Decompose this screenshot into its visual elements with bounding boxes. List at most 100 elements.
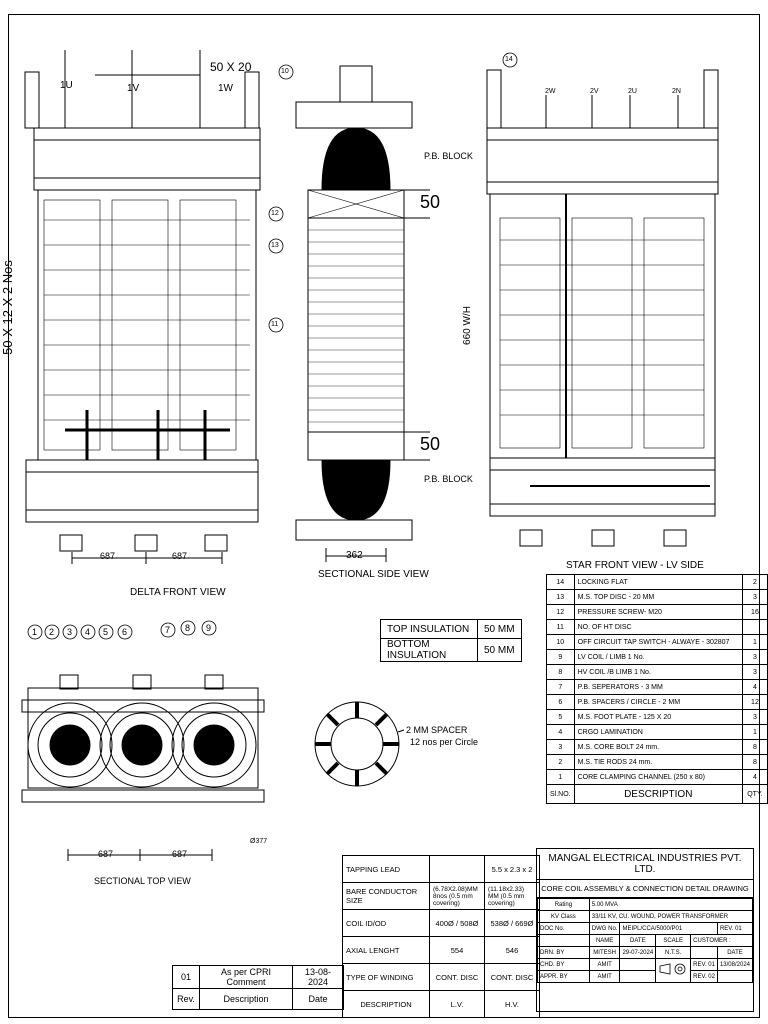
chd-name: AMIT xyxy=(588,958,621,971)
winding-lv: 400Ø / 508Ø xyxy=(429,909,485,937)
chd-label: CHD. BY xyxy=(537,958,590,971)
label-1u: 1U xyxy=(60,80,73,91)
balloon-14: 14 xyxy=(505,56,513,63)
star-height-dim: 660 W/H xyxy=(461,306,473,345)
sectional-top-view-drawing xyxy=(21,674,265,861)
rating-label: Rating xyxy=(537,898,590,911)
bom-row-no: 10 xyxy=(546,634,575,650)
sectional-side-view-drawing xyxy=(295,65,430,562)
bom-row-qty: 1 xyxy=(741,634,768,650)
winding-lv: CONT. DISC xyxy=(429,963,485,991)
drn-label: DRN. BY xyxy=(537,946,590,959)
bom-row-desc: NO. OF HT DISC xyxy=(573,619,743,635)
bom-row-qty: 3 xyxy=(741,589,768,605)
revision-date: 13-08-2024 xyxy=(292,965,344,989)
bom-row-qty: 4 xyxy=(741,769,768,785)
revision-desc: As per CPRI Comment xyxy=(199,965,293,989)
bom-row-desc: CORE CLAMPING CHANNEL (250 x 80) xyxy=(573,769,743,785)
bom-row-desc: HV COIL /B LIMB 1 No. xyxy=(573,664,743,680)
winding-label: AXIAL LENGHT xyxy=(342,936,430,964)
balloon-5: 5 xyxy=(103,627,109,637)
bom-row-qty: 8 xyxy=(741,739,768,755)
revision-header-date: Date xyxy=(292,988,344,1010)
winding-label: COIL ID/OD xyxy=(342,909,430,937)
dwg-no-label: DWG No. xyxy=(588,922,621,935)
insulation-table: TOP INSULATION 50 MM BOTTOM INSULATION 5… xyxy=(380,619,522,662)
drn-name: MITESH xyxy=(588,946,621,959)
side-bar-label: 50 X 12 X 2 Nos xyxy=(0,260,15,355)
scale-header: SCALE xyxy=(655,934,692,947)
bom-row-desc: M.S. TOP DISC - 20 MM xyxy=(573,589,743,605)
bom-row-no: 8 xyxy=(546,664,575,680)
bom-row-no: 4 xyxy=(546,724,575,740)
sectional-side-view-title: SECTIONAL SIDE VIEW xyxy=(318,569,429,580)
winding-hv: 538Ø / 669Ø xyxy=(484,909,540,937)
sectional-top-view-title: SECTIONAL TOP VIEW xyxy=(94,876,191,886)
label-1v: 1V xyxy=(127,83,140,94)
winding-hv: 546 xyxy=(484,936,540,964)
bom-row-desc: M.S. CORE BOLT 24 mm. xyxy=(573,739,743,755)
bom-row-no: 11 xyxy=(546,619,575,635)
top-dim-1: 687 xyxy=(98,849,114,859)
label-2n: 2N xyxy=(672,88,681,95)
drawing-title: CORE COIL ASSEMBLY & CONNECTION DETAIL D… xyxy=(537,880,753,898)
winding-label: TAPPING LEAD xyxy=(342,855,430,883)
balloon-1: 1 xyxy=(32,627,38,637)
revision-header-no: Rev. xyxy=(172,988,200,1010)
winding-footer: DESCRIPTION L.V. H.V. xyxy=(342,990,540,1018)
winding-row: COIL ID/OD 400Ø / 508Ø 538Ø / 669Ø xyxy=(342,909,540,937)
pb-block-bottom: P.B. BLOCK xyxy=(424,474,473,484)
top-dim-2: 687 xyxy=(172,849,188,859)
winding-lv xyxy=(429,855,485,883)
balloon-12: 12 xyxy=(271,210,279,217)
balloon-2: 2 xyxy=(49,627,55,637)
dim-bottom-50: 50 xyxy=(420,434,441,454)
bom-row-qty: 16 xyxy=(741,604,768,620)
bom-row-desc: OFF CIRCUIT TAP SWITCH - ALWAYE - 302807 xyxy=(573,634,743,650)
delta-front-view-title: DELTA FRONT VIEW xyxy=(130,587,226,598)
balloon-6: 6 xyxy=(122,627,128,637)
winding-row: TYPE OF WINDING CONT. DISC CONT. DISC xyxy=(342,963,540,991)
label-2w: 2W xyxy=(545,88,556,95)
kv-value: 33/11 KV, CU. WOUND, POWER TRANSFORMER xyxy=(588,910,754,923)
bom-row-desc: LV COIL / LIMB 1 No. xyxy=(573,649,743,665)
label-1w: 1W xyxy=(218,83,233,94)
revision-table: 01 As per CPRI Comment 13-08-2024 Rev. D… xyxy=(172,965,344,1010)
bom-row-no: 14 xyxy=(546,574,575,590)
balloon-10: 10 xyxy=(281,68,289,75)
revision-header-desc: Description xyxy=(199,988,293,1010)
name-header: NAME xyxy=(588,934,621,947)
bom-row-no: 2 xyxy=(546,754,575,770)
winding-row: TAPPING LEAD 5.5 x 2.3 x 2 xyxy=(342,855,540,883)
bom-row-qty: 3 xyxy=(741,649,768,665)
rev01-date: 13/08/2024 xyxy=(716,958,754,971)
winding-table: TAPPING LEAD 5.5 x 2.3 x 2 BARE CONDUCTO… xyxy=(342,855,540,1018)
delta-dim-1: 687 xyxy=(100,551,116,561)
spacer-drawing xyxy=(314,701,405,787)
winding-hv: (11.18x2.33) MM (0.5 mm covering) xyxy=(484,882,540,910)
title-block: MANGAL ELECTRICAL INDUSTRIES PVT. LTD. C… xyxy=(536,848,754,1012)
bom-row-qty: 3 xyxy=(741,664,768,680)
insulation-row: BOTTOM INSULATION 50 MM xyxy=(380,638,522,662)
bom-row-desc: M.S. TIE RODS 24 mm. xyxy=(573,754,743,770)
rev02-label: REV. 02 xyxy=(690,970,718,983)
label-2u: 2U xyxy=(628,88,637,95)
company-name: MANGAL ELECTRICAL INDUSTRIES PVT. LTD. xyxy=(537,849,753,880)
dwg-no-value: MEIPL/CCA/5000/P01 xyxy=(619,922,718,935)
bom-header-desc: DESCRIPTION xyxy=(573,784,743,804)
drn-date: 29-07-2024 xyxy=(619,946,657,959)
balloon-9: 9 xyxy=(206,623,212,633)
bom-row-no: 3 xyxy=(546,739,575,755)
customer-label: CUSTOMER : xyxy=(690,934,753,947)
star-front-view-drawing xyxy=(486,69,719,547)
winding-footer-lv: L.V. xyxy=(429,990,485,1018)
